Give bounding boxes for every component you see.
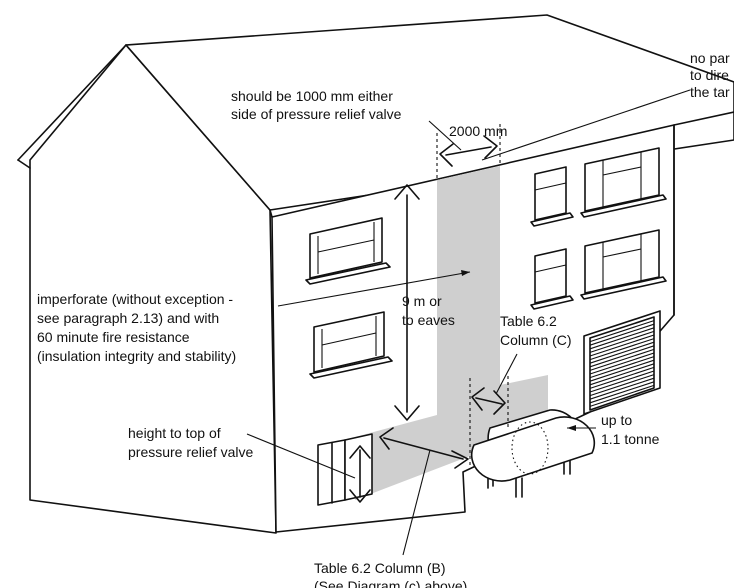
height-9m-label-line-1: 9 m or (402, 293, 442, 309)
garage-slat (589, 377, 655, 400)
imperforate-label-line-3: 60 minute fire resistance (37, 329, 190, 345)
no-partition-label-line-1: no par (690, 50, 730, 66)
window (530, 248, 574, 310)
window (305, 217, 391, 285)
width-2000-label: 2000 mm (449, 123, 507, 139)
lpg-tank (470, 409, 596, 498)
garage-slat (589, 366, 655, 389)
doorway (317, 433, 373, 506)
garage-slat (589, 352, 655, 375)
garage-slat (589, 374, 655, 397)
should-be-label-line-2: side of pressure relief valve (231, 106, 402, 122)
up-to-label-line-1: up to (601, 412, 632, 428)
garage-slat (589, 323, 655, 346)
no-partition-label-line-2: to dire (690, 67, 729, 83)
garage-slat (589, 348, 655, 371)
height-top-label-line-1: height to top of (128, 425, 221, 441)
garage-door (583, 310, 661, 415)
height-9m-label-line-2: to eaves (402, 312, 455, 328)
gable-wall (29, 44, 277, 534)
garage-slat (589, 330, 655, 353)
up-to-label-line-2: 1.1 tonne (601, 431, 660, 447)
shaded-wall-zone (355, 166, 548, 500)
imperforate-label-line-1: imperforate (without exception - (37, 291, 233, 307)
garage-slat (589, 370, 655, 393)
height-top-label-line-2: pressure relief valve (128, 444, 253, 460)
garage-slat (589, 384, 655, 407)
house (17, 14, 734, 534)
window (530, 166, 574, 227)
window (580, 147, 667, 218)
imperforate-label-line-4: (insulation integrity and stability) (37, 348, 236, 364)
garage-slat (589, 356, 655, 379)
garage-slat (589, 338, 655, 361)
imperforate-label-line-2: see paragraph 2.13) and with (37, 310, 219, 326)
garage-slat (589, 341, 655, 364)
garage-slat (589, 345, 655, 368)
no-partition-label-line-3: the tar (690, 84, 730, 100)
windows (305, 147, 667, 379)
labels: no par to dire the tar should be 1000 mm… (37, 50, 730, 588)
table-b-label-line-1: Table 6.2 Column (B) (314, 560, 446, 576)
garage-slat (589, 320, 655, 343)
shaded-wall-region (355, 166, 548, 500)
garage-slat (589, 381, 655, 404)
garage-slat (589, 334, 655, 357)
table-c-label-line-2: Column (C) (500, 332, 572, 348)
garage-slat (589, 327, 655, 350)
window (580, 229, 667, 300)
table-b-label-line-2: (See Diagram (c) above) (314, 578, 467, 588)
should-be-label-line-1: should be 1000 mm either (231, 88, 393, 104)
garage-slat (589, 359, 655, 382)
table-c-label-line-1: Table 6.2 (500, 313, 557, 329)
garage-slat (589, 363, 655, 386)
window (309, 311, 393, 379)
dimensions (246, 89, 691, 556)
